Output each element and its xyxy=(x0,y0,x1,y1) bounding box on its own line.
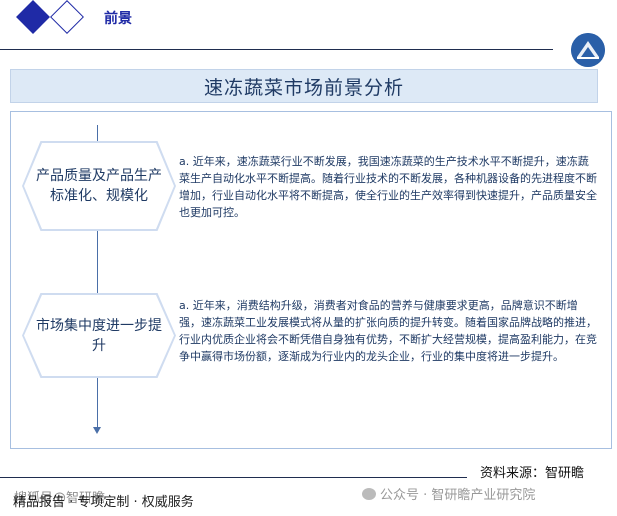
wechat-icon xyxy=(362,487,376,500)
source-note: 资料来源：智研瞻 xyxy=(480,466,585,481)
wechat-watermark: 公众号 · 智研瞻产业研究院 xyxy=(362,484,535,503)
factor-box-2: 市场集中度进一步提升 xyxy=(22,293,176,378)
arrow-down-icon xyxy=(93,427,101,434)
factor-label-2: 市场集中度进一步提升 xyxy=(36,317,162,354)
wechat-label: 公众号 · 智研瞻产业研究院 xyxy=(380,488,536,503)
footer-slogan-text: 精品报告 · 专项定制 · 权威服务 xyxy=(13,495,194,510)
header-diamond-light xyxy=(50,0,84,34)
section-title: 前景 xyxy=(104,11,132,27)
footer-divider xyxy=(0,477,467,478)
sohu-watermark: 搜狐号@智研瞻 xyxy=(14,491,106,506)
factor-box-1: 产品质量及产品生产标准化、规模化 xyxy=(22,141,176,231)
flow-line xyxy=(97,125,98,431)
footer-slogan: 精品报告 · 专项定制 · 权威服务 xyxy=(13,491,194,510)
factor-text-1: a. 近年来，速冻蔬菜行业不断发展，我国速冻蔬菜的生产技术水平不断提升，速冻蔬菜… xyxy=(179,155,597,219)
factor-label-1: 产品质量及产品生产标准化、规模化 xyxy=(36,168,162,204)
header-divider xyxy=(0,49,553,50)
page-title: 速冻蔬菜市场前景分析 xyxy=(203,76,404,99)
factor-text-2: a. 近年来，消费结构升级，消费者对食品的营养与健康要求更高，品牌意识不断增强，… xyxy=(179,299,597,363)
page-title-banner: 速冻蔬菜市场前景分析 xyxy=(10,69,598,103)
logo-icon xyxy=(571,33,605,67)
header-diamond-dark xyxy=(16,0,50,34)
